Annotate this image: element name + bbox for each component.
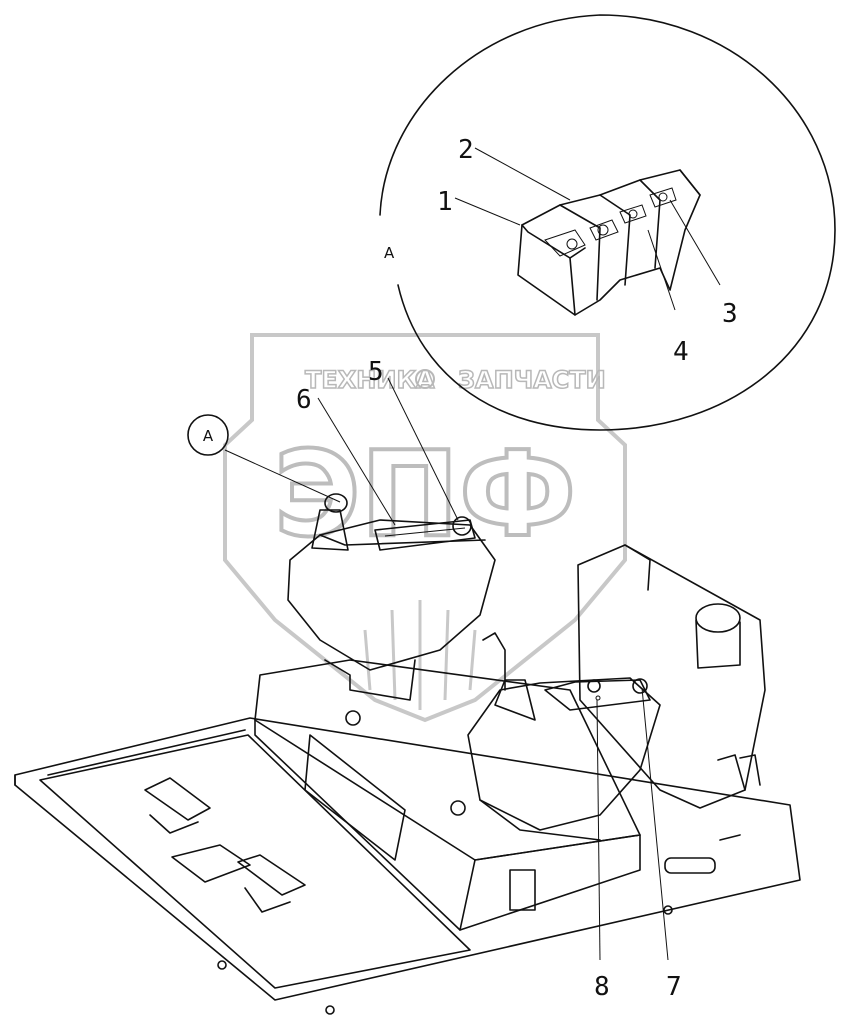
filler-cap	[695, 603, 741, 633]
fan-icon	[597, 224, 609, 236]
callout-6: 6	[296, 385, 312, 415]
right-console	[467, 632, 661, 841]
callout-4: 4	[673, 337, 689, 367]
watermark-text-right: ЗАПЧАСТИ	[458, 366, 606, 394]
callout-3: 3	[722, 299, 738, 329]
pedal-left	[144, 777, 211, 834]
leader-lines	[224, 377, 669, 961]
watermark-text-left: ТЕХНИКА	[305, 366, 435, 394]
callout-2: 2	[458, 135, 474, 165]
watermark: ТЕХНИКА ЗАПЧАСТИ ЭПФ	[223, 333, 627, 723]
wiper-icon	[658, 192, 668, 202]
detail-view-a: A	[379, 14, 836, 431]
pedal-right	[237, 854, 306, 913]
joystick-knob-left	[324, 493, 348, 513]
beacon-icon	[628, 209, 638, 219]
view-marker-a: A	[187, 414, 229, 456]
callout-5: 5	[368, 357, 384, 387]
callout-7: 7	[666, 972, 682, 1002]
callout-8: 8	[594, 972, 610, 1002]
gear-icon	[415, 369, 435, 389]
callout-1: 1	[437, 187, 453, 217]
work-light-icon	[566, 238, 578, 250]
view-marker-label: A	[203, 427, 214, 445]
switch-block	[517, 169, 701, 316]
detail-view-label: A	[384, 244, 395, 262]
main-assembly	[14, 493, 801, 1015]
left-console	[287, 493, 496, 701]
hydraulic-tank	[577, 544, 766, 874]
